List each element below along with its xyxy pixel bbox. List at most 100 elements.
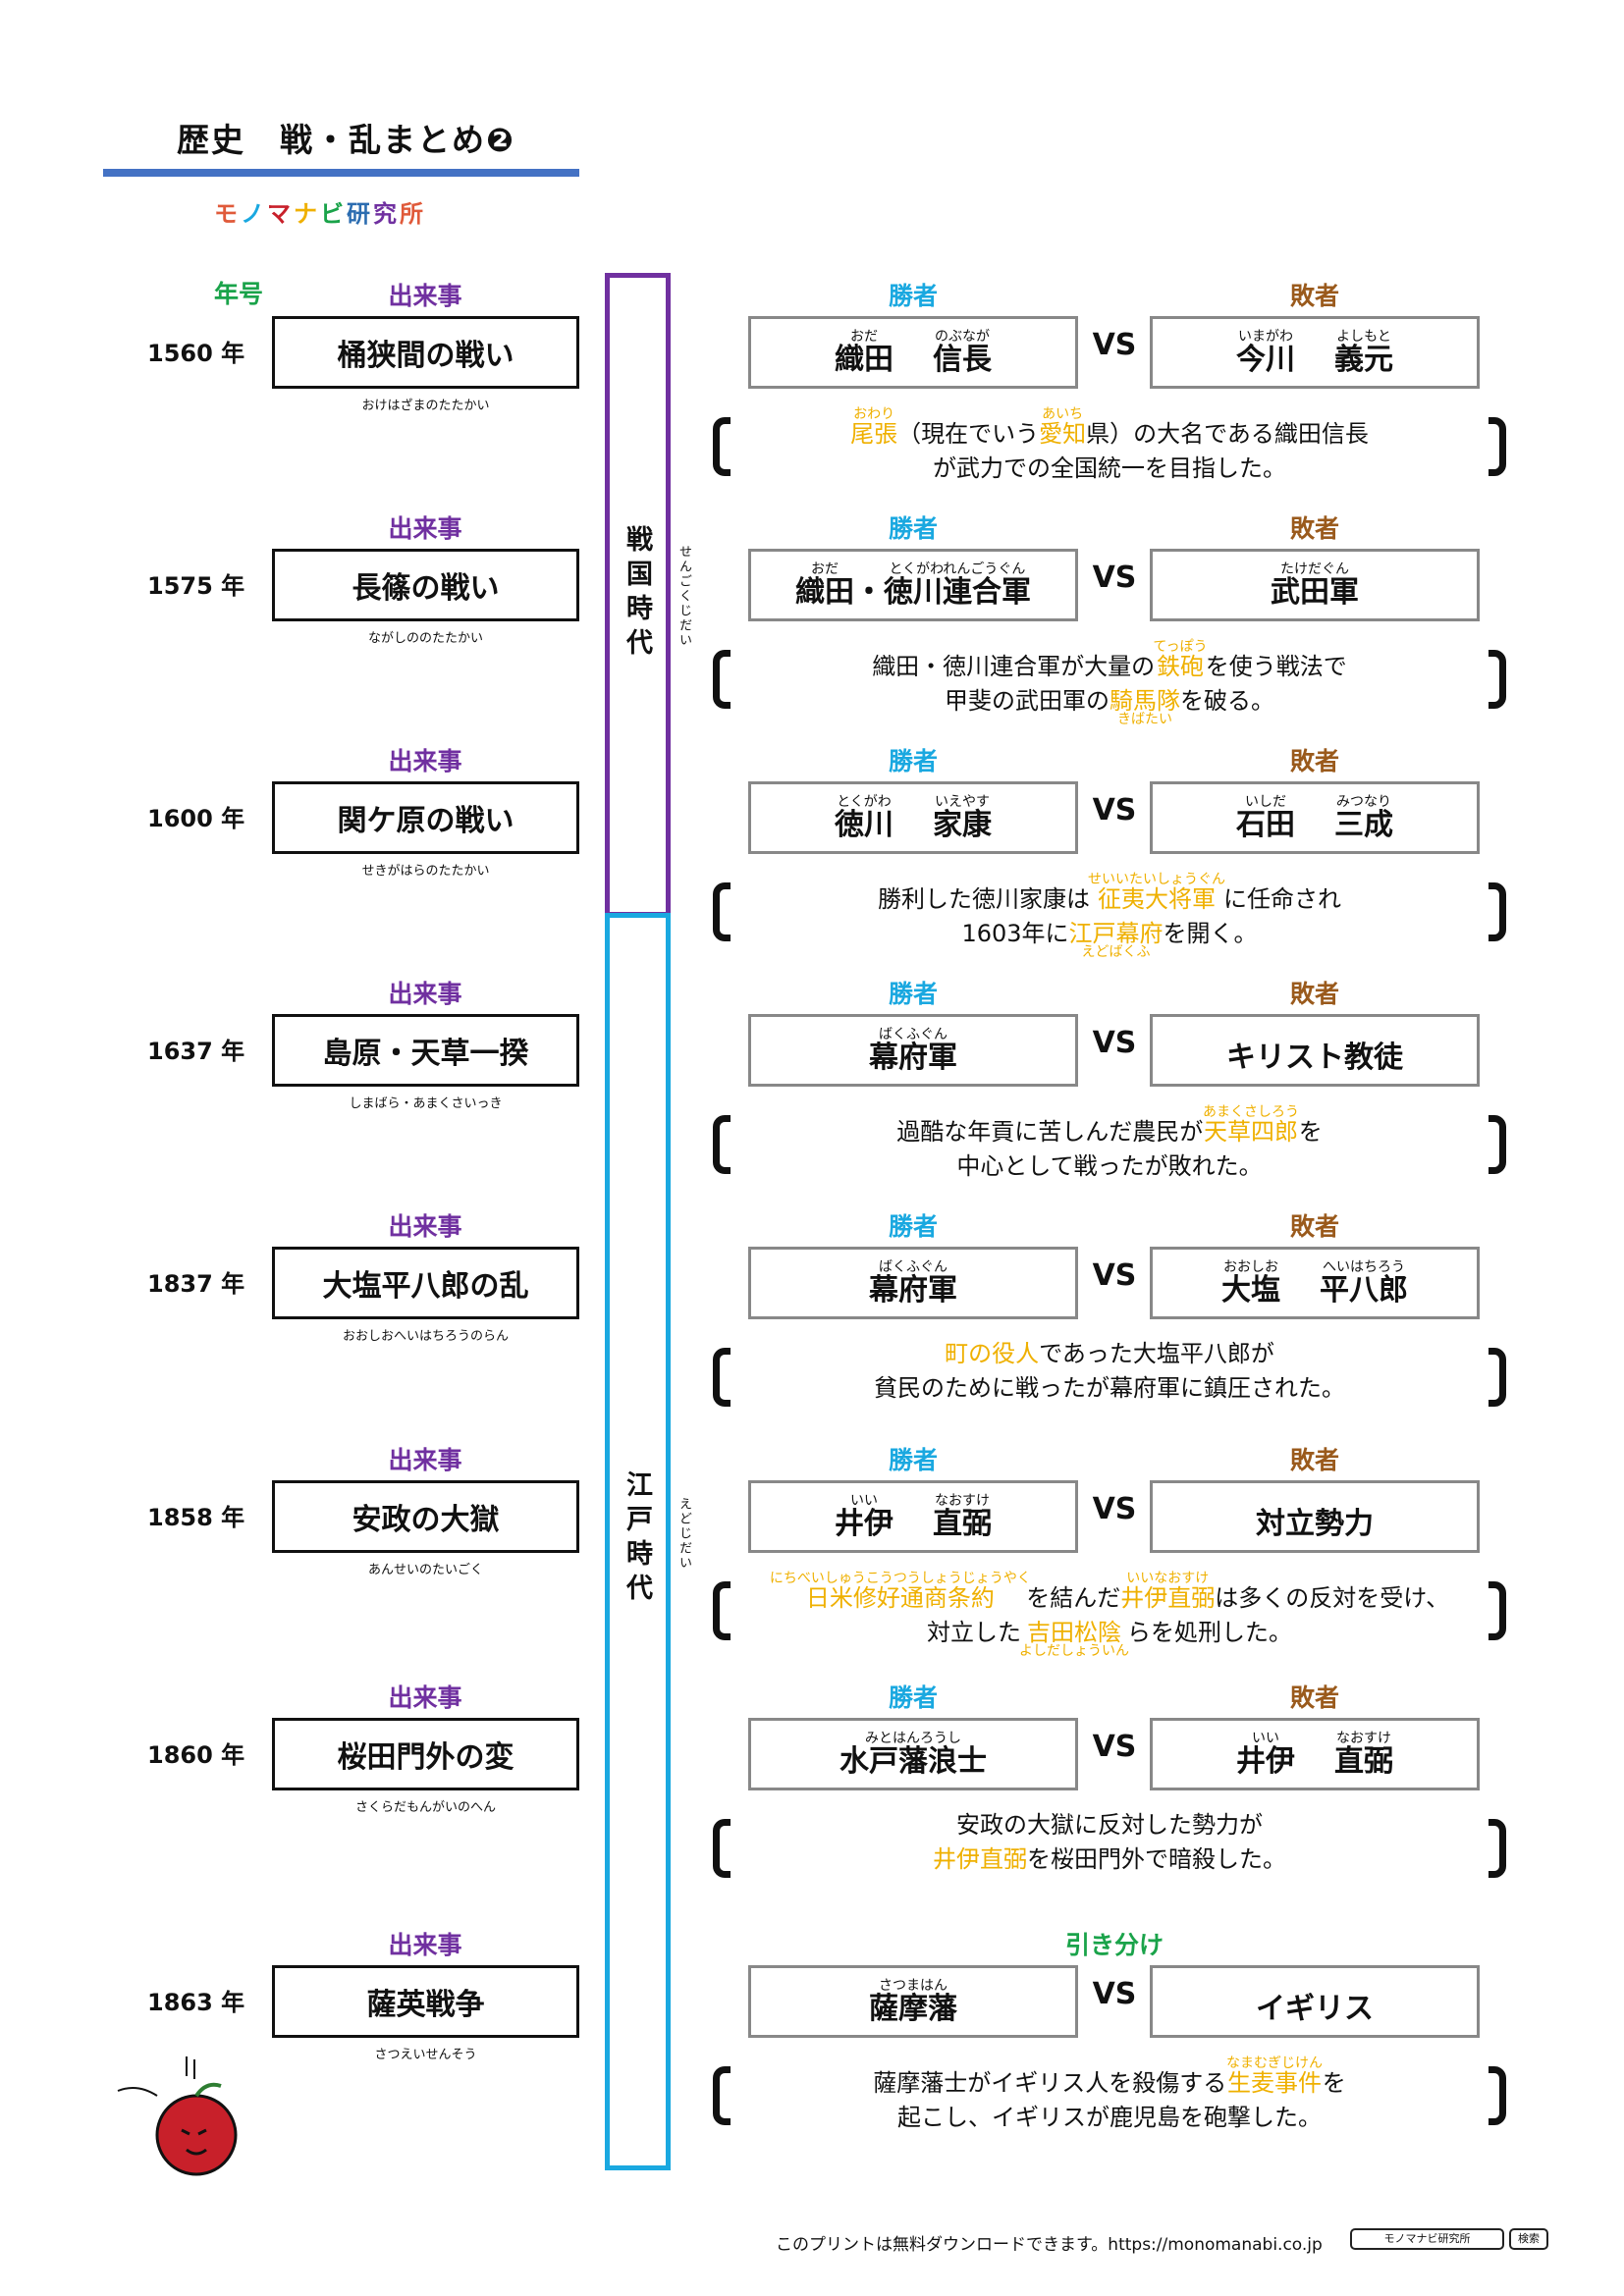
loser-box: 対立勢力	[1150, 1480, 1480, 1553]
right-bracket	[1489, 650, 1506, 709]
loser-box: イギリス	[1150, 1965, 1480, 2038]
ruby-text: 水戸藩浪士みとはんろうし	[839, 1731, 987, 1779]
event-header: 出来事	[388, 1931, 462, 1959]
event-header: 出来事	[388, 282, 462, 310]
description: 尾張おわり（現在でいう愛知あいち県）の大名である織田信長が武力での全国統一を目指…	[727, 406, 1492, 486]
draw-header: 引き分け	[1064, 1931, 1164, 1959]
loser-box: 石田いしだ三成みつなり	[1150, 781, 1480, 854]
era-bar-edo	[605, 913, 671, 2170]
text: 1603年に	[961, 920, 1069, 947]
year: 1575 年	[147, 572, 245, 600]
page-title: 歴史 戦・乱まとめ❷	[177, 121, 515, 159]
event-reading: さくらだもんがいのへん	[354, 1800, 496, 1815]
ruby-text: 石田いしだ	[1236, 794, 1295, 842]
text: 織田・徳川連合軍が大量の	[872, 653, 1156, 680]
search-input[interactable]: モノマナビ研究所	[1350, 2228, 1504, 2250]
highlighted-term: 愛知あいち	[1039, 406, 1087, 448]
left-bracket	[713, 1115, 731, 1174]
highlighted-term: 日米修好通商条約にちべいしゅうこうつうしょうじょうやく	[769, 1571, 1031, 1612]
winner-header: 勝者	[888, 1683, 938, 1712]
description-line: 起こし、イギリスが鹿児島を砲撃した。	[727, 2101, 1492, 2135]
ruby-text: 幕府軍ばくふぐん	[869, 1027, 957, 1075]
event-name: 安政の大獄	[272, 1480, 579, 1553]
ruby-text: 徳川連合軍とくがわれんごうぐん	[884, 561, 1031, 610]
winner-box: 織田おだ・徳川連合軍とくがわれんごうぐん	[748, 549, 1078, 621]
ruby-text: 井伊いい	[1236, 1731, 1295, 1779]
ruby-text: 織田おだ	[835, 329, 893, 377]
year: 1860 年	[147, 1741, 245, 1769]
furigana: おだ	[795, 561, 854, 577]
description-line: 1603年に江戸幕府えどばくふを開く。	[727, 917, 1492, 960]
event-header: 出来事	[388, 1683, 462, 1712]
text: を	[1322, 2069, 1346, 2097]
year: 1858 年	[147, 1504, 245, 1531]
ruby-text: 三成みつなり	[1334, 794, 1393, 842]
logo: モノマナビ研究所	[214, 200, 426, 228]
highlighted-term: 江戸幕府えどばくふ	[1068, 920, 1164, 960]
highlighted-term: 騎馬隊きばたい	[1110, 687, 1180, 727]
text: 対立勢力	[1256, 1507, 1374, 1541]
highlighted-term: 井伊直弼	[933, 1845, 1027, 1873]
text: 勝利した徳川家康は	[878, 885, 1090, 913]
furigana: いまがわ	[1236, 329, 1295, 345]
era-name-edo: 江戸時代	[622, 1470, 652, 1608]
text: が武力での全国統一を目指した。	[933, 454, 1286, 482]
year: 1863 年	[147, 1989, 245, 2016]
vs-label: VS	[1092, 1730, 1137, 1764]
text: であった大塩平八郎が	[1039, 1340, 1274, 1367]
event-name: 長篠の戦い	[272, 549, 579, 621]
highlighted-term: 尾張おわり	[850, 406, 898, 448]
year: 1837 年	[147, 1270, 245, 1298]
loser-header: 敗者	[1289, 747, 1339, 775]
loser-box: 大塩おおしお平八郎へいはちろう	[1150, 1247, 1480, 1319]
winner-box: 徳川とくがわ家康いえやす	[748, 781, 1078, 854]
description-line: 貧民のために戦ったが幕府軍に鎮圧された。	[727, 1371, 1492, 1406]
right-bracket	[1489, 1819, 1506, 1878]
loser-header: 敗者	[1289, 1446, 1339, 1474]
ruby-text: 義元よしもと	[1334, 329, 1393, 377]
event-reading: あんせいのたいごく	[367, 1563, 483, 1577]
text: を桜田門外で暗殺した。	[1027, 1845, 1286, 1873]
vs-label: VS	[1092, 1258, 1137, 1293]
furigana: てっぽう	[1153, 639, 1208, 655]
highlighted-term: 天草四郎あまくさしろう	[1203, 1104, 1299, 1146]
winner-header: 勝者	[888, 514, 938, 543]
event-reading: しまばら・あまくさいっき	[349, 1096, 503, 1111]
furigana: にちべいしゅうこうつうしょうじょうやく	[769, 1571, 1031, 1586]
text: 甲斐の武田軍の	[945, 687, 1110, 715]
text: 起こし、イギリスが鹿児島を砲撃した。	[897, 2104, 1322, 2131]
event-reading: さつえいせんそう	[374, 2048, 477, 2062]
text: キリスト教徒	[1226, 1041, 1403, 1075]
event-header: 出来事	[388, 1212, 462, 1241]
winner-header: 勝者	[888, 282, 938, 310]
furigana: みつなり	[1334, 794, 1393, 810]
loser-header: 敗者	[1289, 514, 1339, 543]
text: に任命され	[1223, 885, 1341, 913]
event-reading: ながしののたたかい	[367, 631, 483, 646]
era-reading-sengoku: せんごくじだい	[677, 545, 691, 648]
description-line: 薩摩藩士がイギリス人を殺傷する生麦事件なまむぎじけんを	[727, 2056, 1492, 2101]
vs-label: VS	[1092, 1977, 1137, 2011]
text: 県）の大名である織田信長	[1086, 420, 1369, 448]
highlighted-term: 吉田松陰よしだしょういん	[1019, 1619, 1129, 1659]
right-bracket	[1489, 1348, 1506, 1407]
text: は多くの反対を受け、	[1215, 1584, 1450, 1612]
description: 安政の大獄に反対した勢力が井伊直弼を桜田門外で暗殺した。	[727, 1808, 1492, 1877]
furigana: さつまはん	[869, 1978, 957, 1994]
description: 薩摩藩士がイギリス人を殺傷する生麦事件なまむぎじけんを起こし、イギリスが鹿児島を…	[727, 2056, 1492, 2135]
text: を結んだ	[1026, 1584, 1121, 1612]
winner-header: 勝者	[888, 747, 938, 775]
loser-header: 敗者	[1289, 1683, 1339, 1712]
search-button[interactable]: 検索	[1509, 2228, 1548, 2250]
furigana: いしだ	[1236, 794, 1295, 810]
winner-box: 井伊いい直弼なおすけ	[748, 1480, 1078, 1553]
furigana: いい	[1236, 1731, 1295, 1746]
left-bracket	[713, 1819, 731, 1878]
winner-box: 幕府軍ばくふぐん	[748, 1247, 1078, 1319]
furigana: なおすけ	[933, 1493, 992, 1509]
furigana: よしだしょういん	[1019, 1643, 1129, 1659]
